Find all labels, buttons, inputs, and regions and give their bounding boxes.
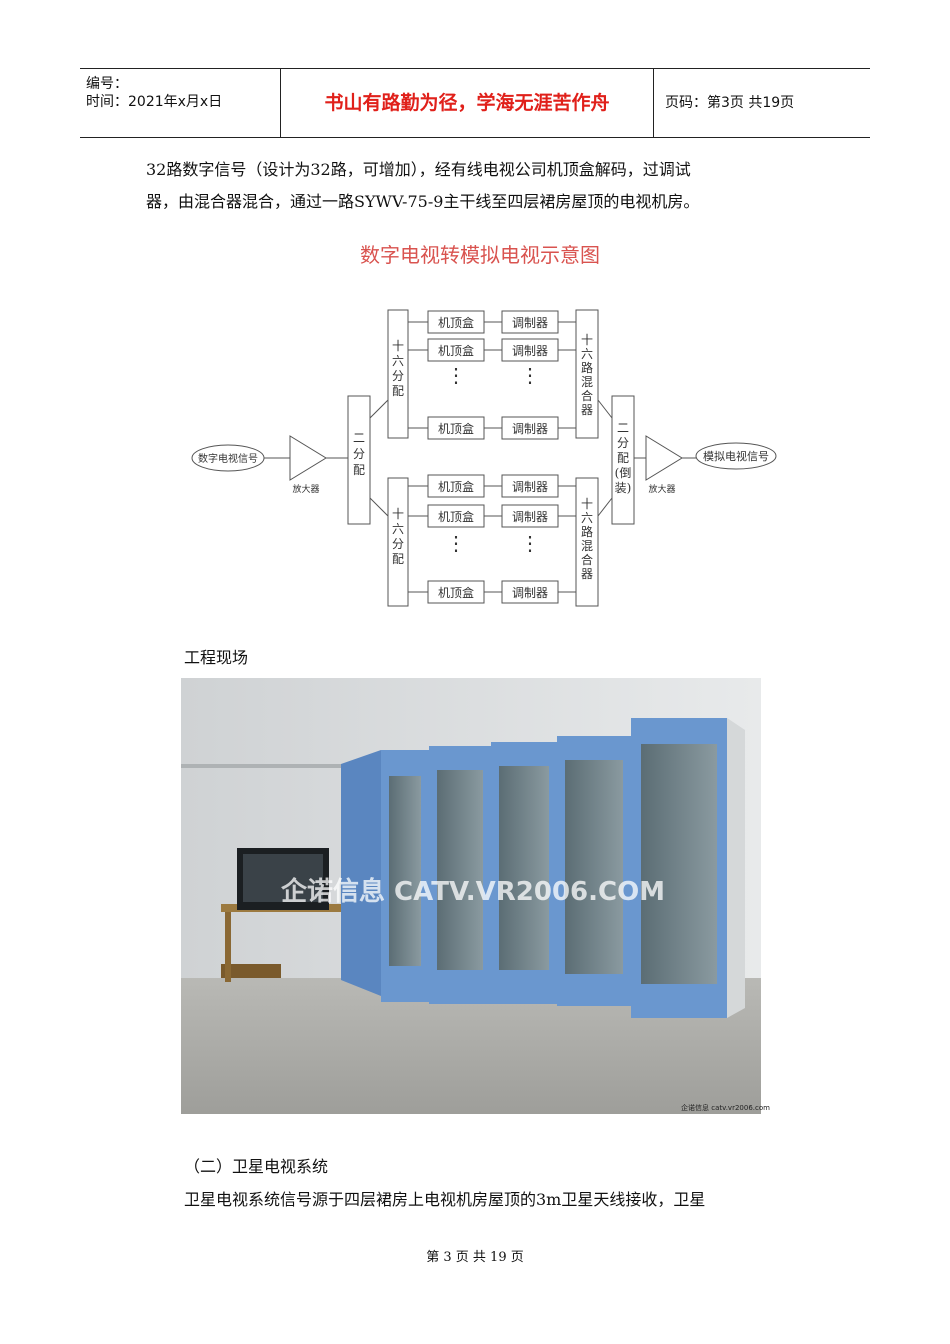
settop-box-label: 机顶盒 [438, 585, 474, 600]
modulator-label: 调制器 [512, 316, 548, 330]
time-label: 时间：2021年x月x日 [86, 94, 223, 110]
paragraph-1: 32路数字信号（设计为32路，可增加），经有线电视公司机顶盒解码，过调试 器，由… [146, 154, 826, 218]
settop-box-label: 机顶盒 [438, 509, 474, 524]
input-signal-label: 数字电视信号 [198, 452, 258, 465]
modulator-label: 调制器 [512, 480, 548, 494]
splitter-16-top [387, 309, 409, 439]
splitter-16-top-label: 十六分配 [392, 339, 404, 398]
header-page-info: 页码：第3页 共19页 [665, 95, 795, 111]
page-footer: 第 3 页 共 19 页 [426, 1250, 524, 1265]
site-photo: 企诺信息 CATV.VR2006.COM 企诺信息 catv.vr2006.co… [181, 678, 770, 1114]
ellipsis-dots: ⋮ [520, 531, 540, 555]
photo-credit: 企诺信息 catv.vr2006.com [681, 1103, 770, 1112]
splitter-16-bottom [387, 477, 409, 607]
mixer-16-top-label: 十六路混合器 [581, 333, 593, 417]
paragraph-1-line-1: 32路数字信号（设计为32路，可增加），经有线电视公司机顶盒解码，过调试 [146, 160, 691, 179]
number-label: 编号： [86, 76, 128, 92]
amplifier-2-label: 放大器 [648, 483, 675, 495]
combiner-box [611, 395, 635, 525]
splitter-2-label: 二分配 [353, 431, 365, 477]
modulator-label: 调制器 [512, 510, 548, 524]
amplifier-1 [289, 435, 327, 481]
diagram-title: 数字电视转模拟电视示意图 [360, 243, 600, 267]
settop-box-label: 机顶盒 [438, 343, 474, 358]
settop-box-label: 机顶盒 [438, 479, 474, 494]
photo-caption: 工程现场 [184, 648, 249, 667]
combiner-label: 二分配(倒装) [615, 421, 632, 495]
amplifier-1-label: 放大器 [292, 483, 319, 495]
ellipsis-dots: ⋮ [520, 363, 540, 387]
mixer-16-bottom [575, 477, 599, 607]
splitter-16-bottom-label: 十六分配 [392, 507, 404, 566]
paragraph-2: 卫星电视系统信号源于四层裙房上电视机房屋顶的3m卫星天线接收，卫星 [184, 1190, 706, 1209]
photo-watermark: 企诺信息 CATV.VR2006.COM [281, 876, 665, 907]
modulator-label: 调制器 [512, 586, 548, 600]
output-signal-node [695, 442, 777, 470]
settop-box-label: 机顶盒 [438, 421, 474, 436]
mixer-16-top [575, 309, 599, 439]
section-title: （二）卫星电视系统 [184, 1157, 329, 1176]
ellipsis-dots: ⋮ [446, 531, 466, 555]
ellipsis-dots: ⋮ [446, 363, 466, 387]
page-header: 编号： 时间：2021年x月x日 书山有路勤为径，学海无涯苦作舟 页码：第3页 … [80, 68, 870, 138]
header-meta: 编号： 时间：2021年x月x日 [80, 69, 281, 137]
paragraph-1-line-2: 器，由混合器混合，通过一路SYWV-75-9主干线至四层裙房屋顶的电视机房。 [146, 192, 700, 211]
signal-diagram: 数字电视转模拟电视示意图 数字电视信号 放大器 二分配 十六分配 十六分配 机顶… [191, 243, 777, 607]
modulator-label: 调制器 [512, 422, 548, 436]
amplifier-2 [645, 435, 683, 481]
header-motto: 书山有路勤为径，学海无涯苦作舟 [281, 69, 654, 137]
splitter-2-box [347, 395, 371, 525]
settop-box-label: 机顶盒 [438, 315, 474, 330]
mixer-16-bottom-label: 十六路混合器 [581, 497, 593, 581]
output-signal-label: 模拟电视信号 [703, 449, 769, 463]
modulator-label: 调制器 [512, 344, 548, 358]
channel-rows: 机顶盒调制器机顶盒调制器机顶盒调制器机顶盒调制器机顶盒调制器机顶盒调制器⋮⋮⋮⋮ [408, 310, 576, 604]
